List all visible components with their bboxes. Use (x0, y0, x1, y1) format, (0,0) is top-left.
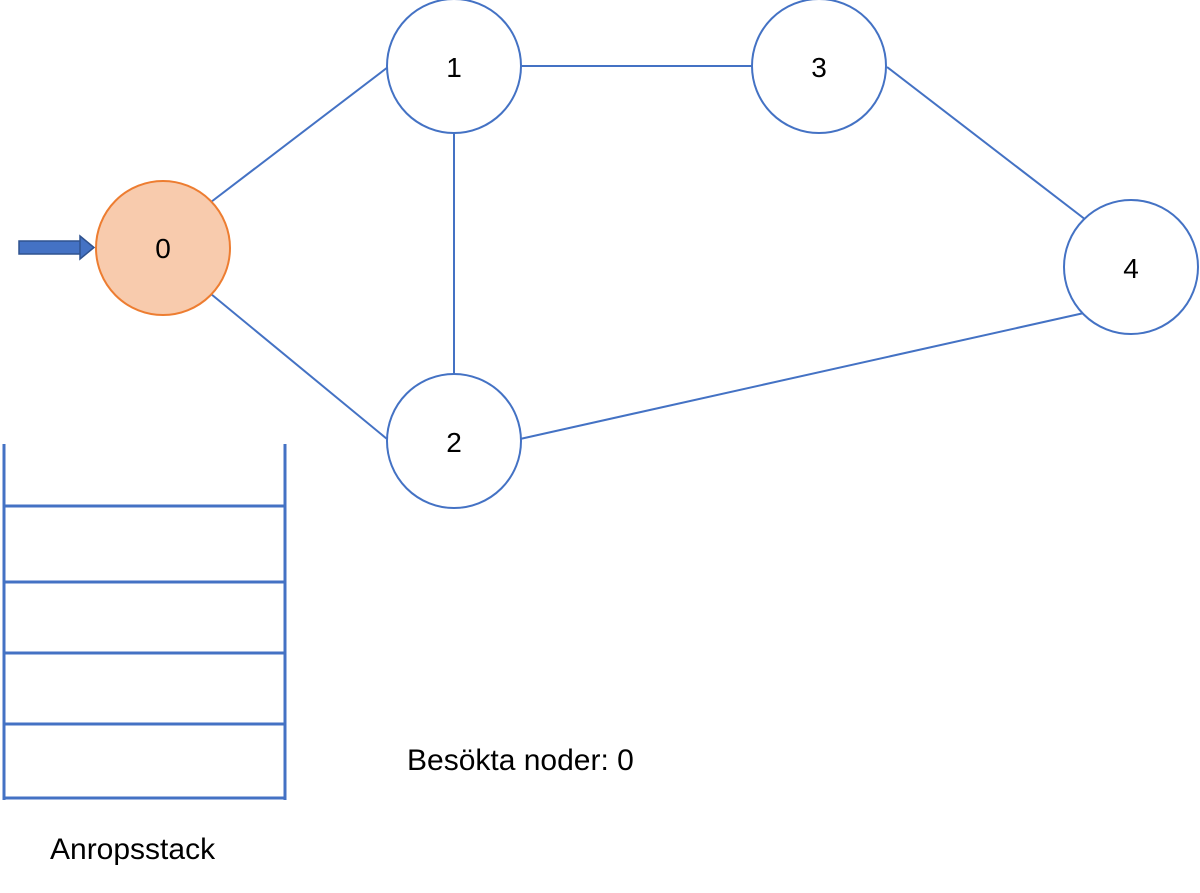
node-0-label: 0 (155, 233, 171, 264)
node-4-label: 4 (1123, 253, 1139, 284)
node-3-circle (751, 0, 887, 134)
visited-nodes-text: Besökta noder: 0 (407, 744, 634, 777)
edge-3-4 (886, 66, 1087, 221)
edge-0-1 (210, 66, 389, 203)
node-3[interactable]: 3 (751, 0, 887, 134)
node-4-circle (1063, 199, 1199, 335)
node-2-label: 2 (446, 427, 462, 458)
edges (210, 65, 1087, 440)
node-0-circle (95, 180, 231, 316)
node-4[interactable]: 4 (1063, 199, 1199, 335)
node-2-circle (386, 373, 522, 509)
edge-2-4 (519, 312, 1085, 440)
edge-0-2 (210, 293, 388, 440)
pointer-arrow-icon (18, 234, 96, 261)
node-2[interactable]: 2 (386, 373, 522, 509)
node-1-circle (386, 0, 522, 134)
node-0[interactable]: 0 (95, 180, 231, 316)
node-1[interactable]: 1 (386, 0, 522, 134)
node-3-label: 3 (811, 52, 827, 83)
node-1-label: 1 (446, 52, 462, 83)
call-stack (2, 444, 287, 800)
call-stack-caption: Anropsstack (50, 833, 216, 866)
